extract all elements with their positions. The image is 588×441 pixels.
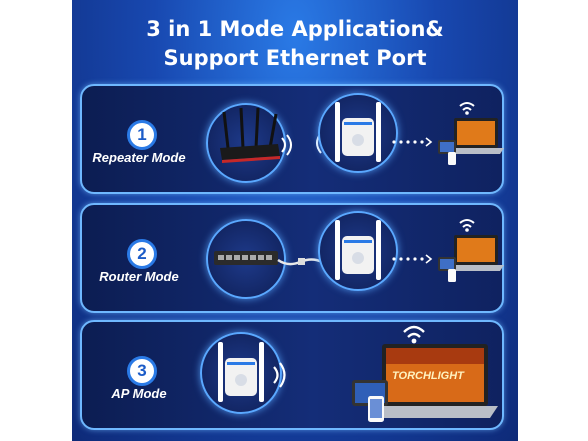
- router-ring: [206, 103, 286, 183]
- mode-label: Router Mode: [99, 269, 179, 284]
- repeater-mode-panel: 1 Repeater Mode: [80, 84, 504, 194]
- headline-line-2: Support Ethernet Port: [163, 46, 427, 70]
- router-mode-panel: 2 Router Mode: [80, 203, 504, 313]
- mode-number-badge: 3: [127, 356, 157, 386]
- ethernet-switch-icon: [214, 251, 278, 265]
- wifi-extender-icon: [335, 102, 381, 162]
- wifi-extender-icon: [335, 220, 381, 280]
- wifi-signal-right-icon: [273, 362, 286, 388]
- mode-number-badge: 2: [127, 239, 157, 269]
- mode-number-badge: 1: [127, 120, 157, 150]
- headline-line-1: 3 in 1 Mode Application&: [146, 17, 444, 41]
- ap-mode-panel: 3 AP Mode TORCHLIGHT: [80, 320, 504, 430]
- wifi-router-icon: [220, 107, 280, 163]
- devices-icon: [352, 325, 498, 422]
- game-screen-title: TORCHLIGHT: [392, 370, 464, 382]
- mode-label: Repeater Mode: [92, 150, 186, 165]
- devices-icon: [438, 219, 504, 282]
- connection-dots: [392, 254, 433, 264]
- connection-dots: [392, 137, 433, 147]
- devices-icon: [438, 102, 504, 165]
- ethernet-cable-icon: [277, 258, 323, 266]
- wifi-signal-right-icon: [281, 134, 292, 156]
- mode-label: AP Mode: [111, 386, 167, 401]
- wifi-extender-icon: [218, 342, 264, 402]
